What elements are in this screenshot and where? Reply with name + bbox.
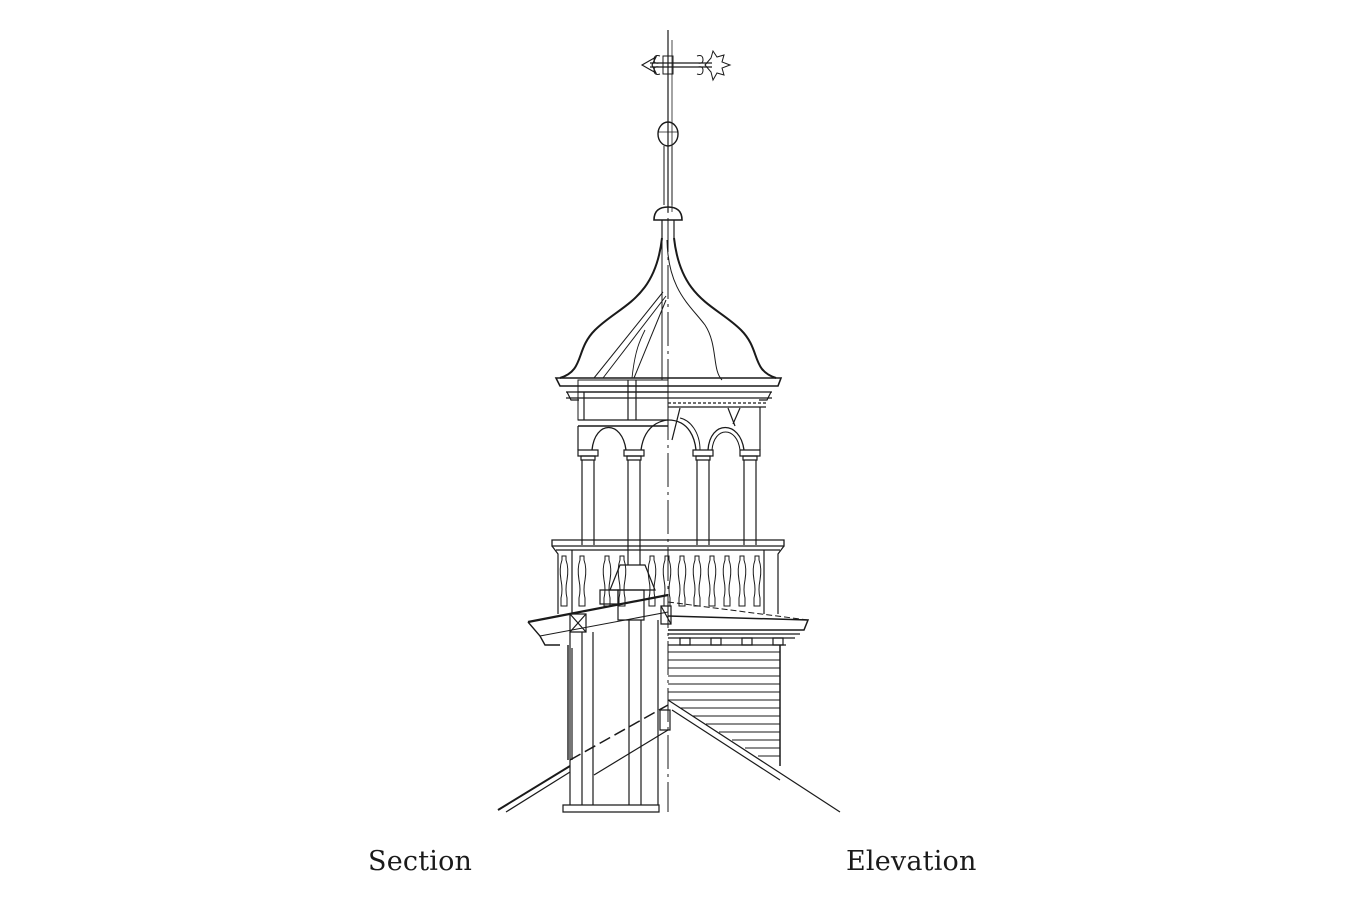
column-2 <box>624 450 644 565</box>
column-1 <box>578 450 598 545</box>
section-framing <box>563 620 670 812</box>
base-cornice <box>528 595 808 645</box>
dentils <box>680 638 783 645</box>
dome-cap <box>654 207 682 238</box>
elevation-label: Elevation <box>846 846 977 877</box>
balusters <box>560 556 761 606</box>
ball-finial <box>658 122 678 205</box>
column-3 <box>693 450 713 545</box>
onion-dome <box>560 238 776 380</box>
balustrade <box>552 540 784 620</box>
clapboard-siding <box>668 645 780 766</box>
column-4 <box>740 450 760 545</box>
section-label: Section <box>368 846 473 877</box>
weathervane-icon <box>642 30 730 212</box>
roof <box>498 700 840 812</box>
dome-cornice <box>556 378 781 426</box>
arcade <box>578 407 760 565</box>
